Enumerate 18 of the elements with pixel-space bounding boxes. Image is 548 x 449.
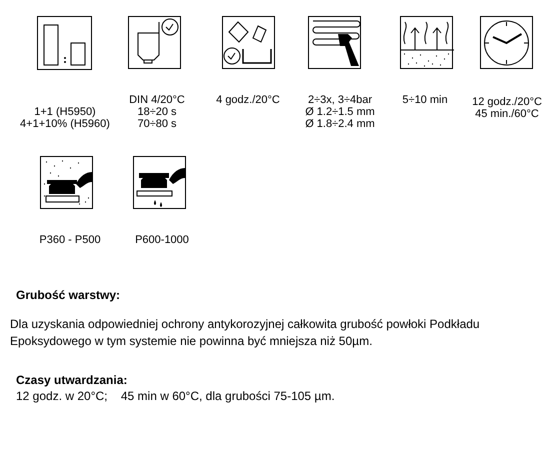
nozzle-size-text: Ø 1.8÷2.4 mm [305,118,375,130]
pot-life-text: 4 godz./20°C [216,94,280,106]
drying-time-text: 45 min./60°C [475,108,539,120]
flash-off-text: 5÷10 min [402,94,448,106]
section-heading: Czasy utwardzania: [16,373,128,387]
mixing-ratio-text: 4+1+10% (H5960) [20,118,110,130]
viscosity-text: 70÷80 s [137,118,177,130]
spray-settings-text: 2÷3x, 3÷4bar [308,94,372,106]
grit-text: P360 - P500 [39,234,101,246]
nozzle-size-text: Ø 1.2÷1.5 mm [305,106,375,118]
grit-text: P600-1000 [135,234,189,246]
body-text: 12 godz. w 20°C; 45 min w 60°C, dla grubości 75-105 µm. [16,389,335,403]
viscosity-text: DIN 4/20°C [129,94,185,106]
viscosity-text: 18÷20 s [137,106,177,118]
drying-time-text: 12 godz./20°C [472,96,542,108]
paragraph: Dla uzyskania odpowiedniej ochrony antykorozyjnej całkowita grubość powłoki Podkładu Epoksydowego w tym systemie nie powinna być mniejsza niż 50µm. [10,316,481,350]
section-heading: Grubość warstwy: [16,288,120,302]
mixing-ratio-text: 1+1 (H5950) [34,106,96,118]
